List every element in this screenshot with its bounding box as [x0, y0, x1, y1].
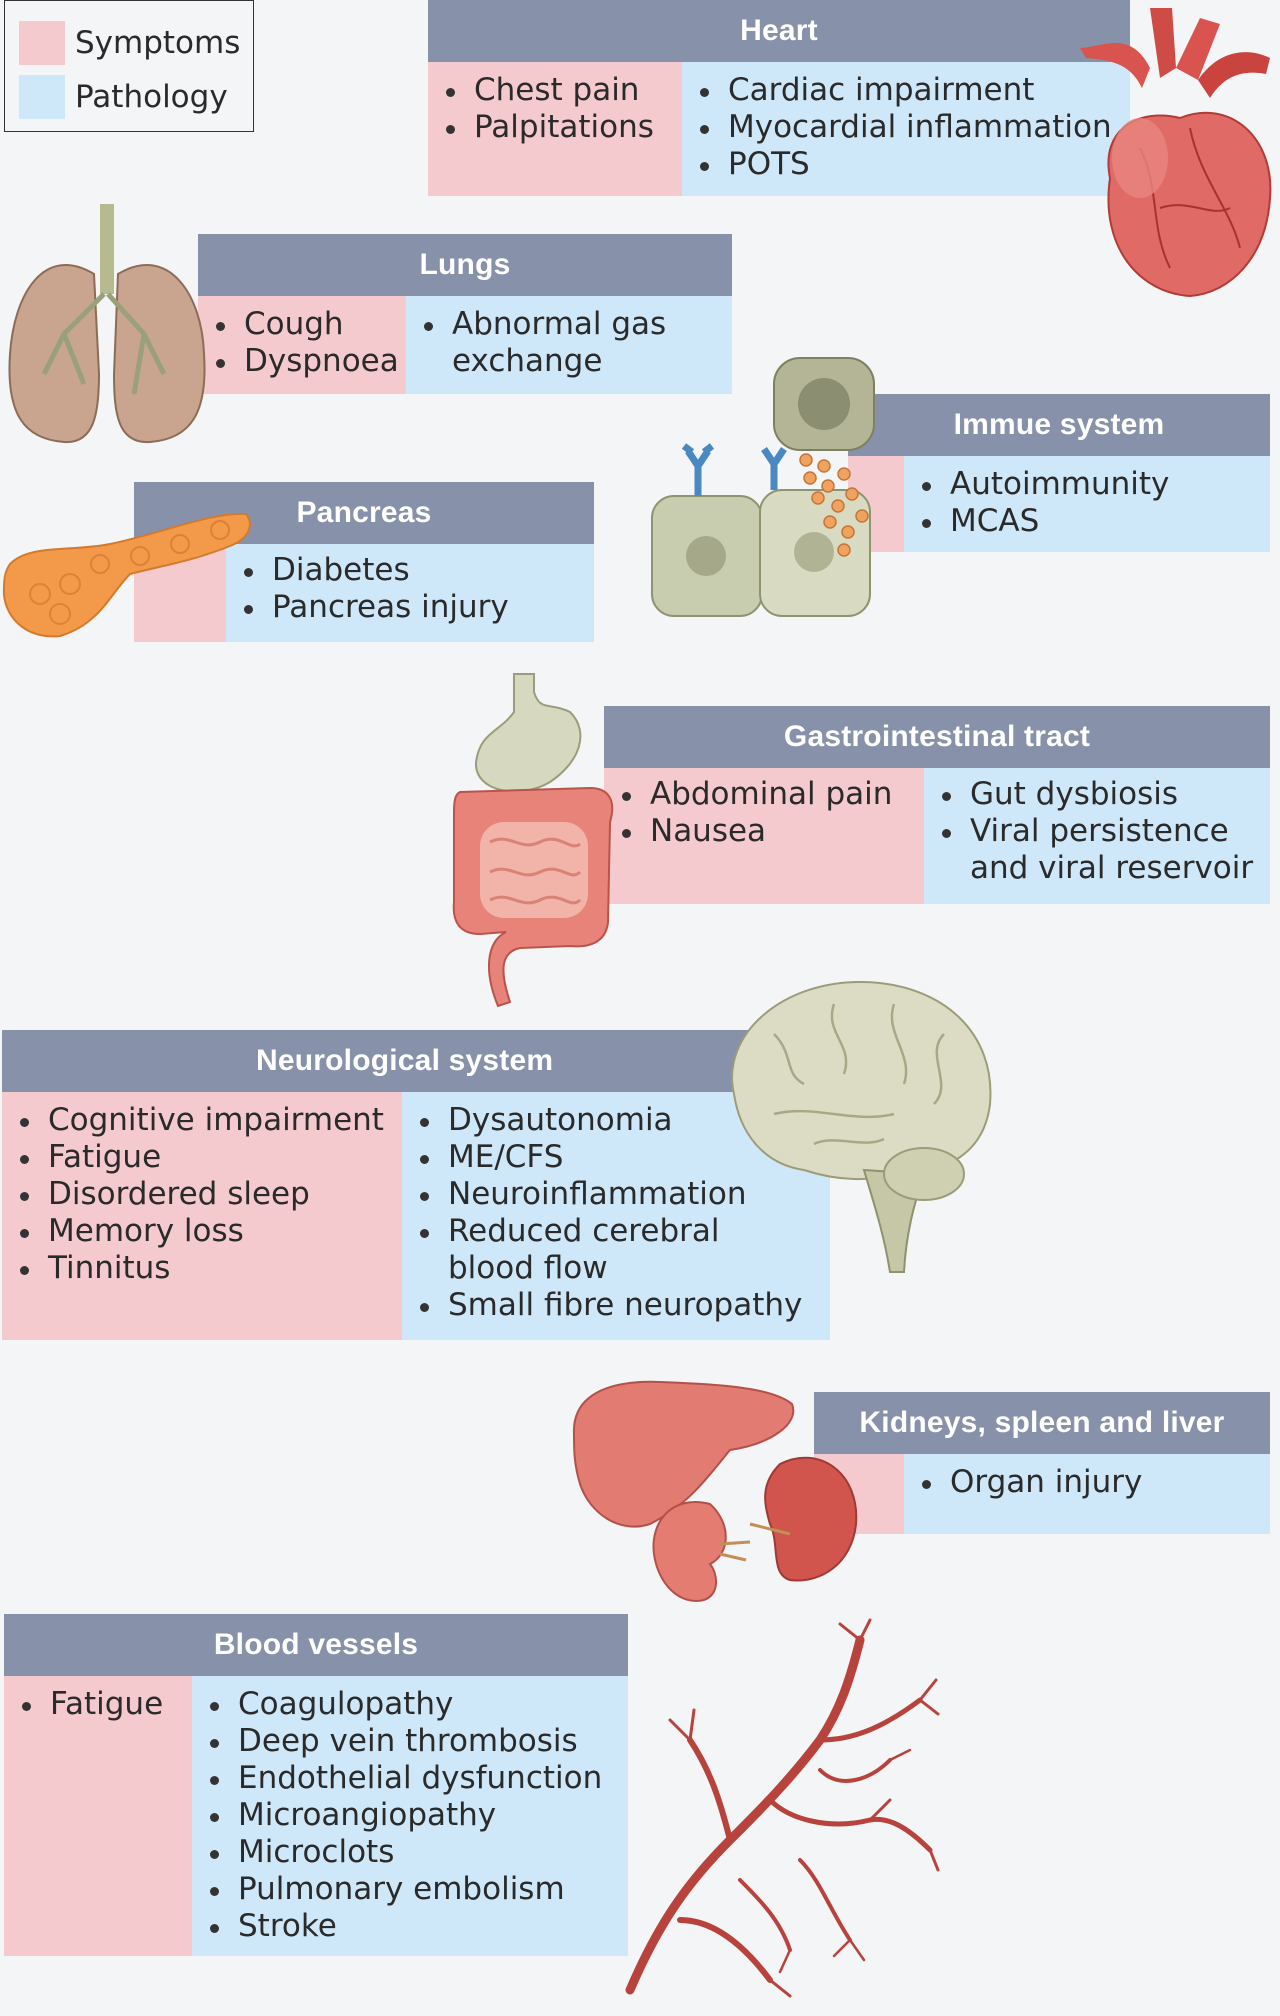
gi-tract-icon: [452, 673, 614, 1008]
list-item: Coagulopathy: [206, 1686, 602, 1723]
blood-symptoms: Fatigue: [4, 1676, 192, 1956]
list-item: ME/CFS: [416, 1139, 802, 1176]
list-item: Tinnitus: [16, 1250, 384, 1287]
immune-cells-icon: [651, 357, 875, 617]
blood-symptoms-list: Fatigue: [18, 1686, 163, 1723]
list-item: Disordered sleep: [16, 1176, 384, 1213]
list-item: Abdominal pain: [618, 776, 892, 813]
list-item: Reduced cerebral: [416, 1213, 802, 1250]
list-item: Palpitations: [442, 109, 654, 146]
legend-symptoms-swatch: [19, 21, 65, 65]
legend: Symptoms Pathology: [4, 0, 254, 132]
list-item: Cognitive impairment: [16, 1102, 384, 1139]
lungs-title: Lungs: [198, 234, 732, 296]
list-item: Gut dysbiosis: [938, 776, 1253, 813]
ksl-pathology-list: Organ injury: [918, 1464, 1142, 1501]
list-item: Nausea: [618, 813, 892, 850]
blood-title: Blood vessels: [4, 1614, 628, 1676]
list-item: Autoimmunity: [918, 466, 1169, 503]
ksl-card: Kidneys, spleen and liver Organ injury: [814, 1392, 1270, 1534]
list-item: Stroke: [206, 1908, 602, 1945]
list-item: Abnormal gas: [420, 306, 666, 343]
ksl-pathology: Organ injury: [904, 1454, 1270, 1534]
list-item: and viral reservoir: [970, 850, 1254, 886]
immune-title: Immue system: [848, 394, 1270, 456]
list-item: Organ injury: [918, 1464, 1142, 1501]
list-item: Viral persistence: [938, 813, 1253, 850]
list-item: Deep vein thrombosis: [206, 1723, 602, 1760]
neuro-title: Neurological system: [2, 1030, 830, 1092]
list-item: Pancreas injury: [240, 589, 509, 626]
lungs-icon: [8, 204, 206, 444]
gi-title: Gastrointestinal tract: [604, 706, 1270, 768]
heart-title: Heart: [428, 0, 1130, 62]
list-item: Diabetes: [240, 552, 509, 589]
list-item: MCAS: [918, 503, 1169, 540]
brain-icon: [731, 980, 992, 1273]
ksl-title: Kidneys, spleen and liver: [814, 1392, 1270, 1454]
list-item: Fatigue: [16, 1139, 384, 1176]
list-item: Endothelial dysfunction: [206, 1760, 602, 1797]
legend-symptoms: Symptoms: [19, 21, 240, 65]
list-item: Microangiopathy: [206, 1797, 602, 1834]
list-item: Chest pain: [442, 72, 654, 109]
kidney-spleen-liver-icon: [572, 1380, 858, 1602]
list-item: Cardiac impairment: [696, 72, 1112, 109]
list-item: exchange: [452, 343, 603, 379]
pancreas-icon: [2, 512, 251, 638]
neuro-card: Neurological system Cognitive impairment…: [2, 1030, 830, 1340]
list-item: Dysautonomia: [416, 1102, 802, 1139]
legend-symptoms-label: Symptoms: [75, 25, 241, 61]
list-item: Dyspnoea: [212, 343, 399, 380]
heart-icon: [1080, 8, 1272, 298]
list-item: POTS: [696, 146, 1112, 183]
list-item: blood flow: [448, 1250, 608, 1286]
list-item: Pulmonary embolism: [206, 1871, 602, 1908]
list-item: Neuroinflammation: [416, 1176, 802, 1213]
list-item: Cough: [212, 306, 399, 343]
list-item: Fatigue: [18, 1686, 163, 1723]
list-item: Myocardial inflammation: [696, 109, 1112, 146]
legend-pathology: Pathology: [19, 75, 228, 119]
list-item: Microclots: [206, 1834, 602, 1871]
blood-vessels-icon: [625, 1618, 940, 1998]
legend-pathology-swatch: [19, 75, 65, 119]
legend-pathology-label: Pathology: [75, 79, 228, 115]
list-item: Memory loss: [16, 1213, 384, 1250]
list-item: Small fibre neuropathy: [416, 1287, 802, 1324]
